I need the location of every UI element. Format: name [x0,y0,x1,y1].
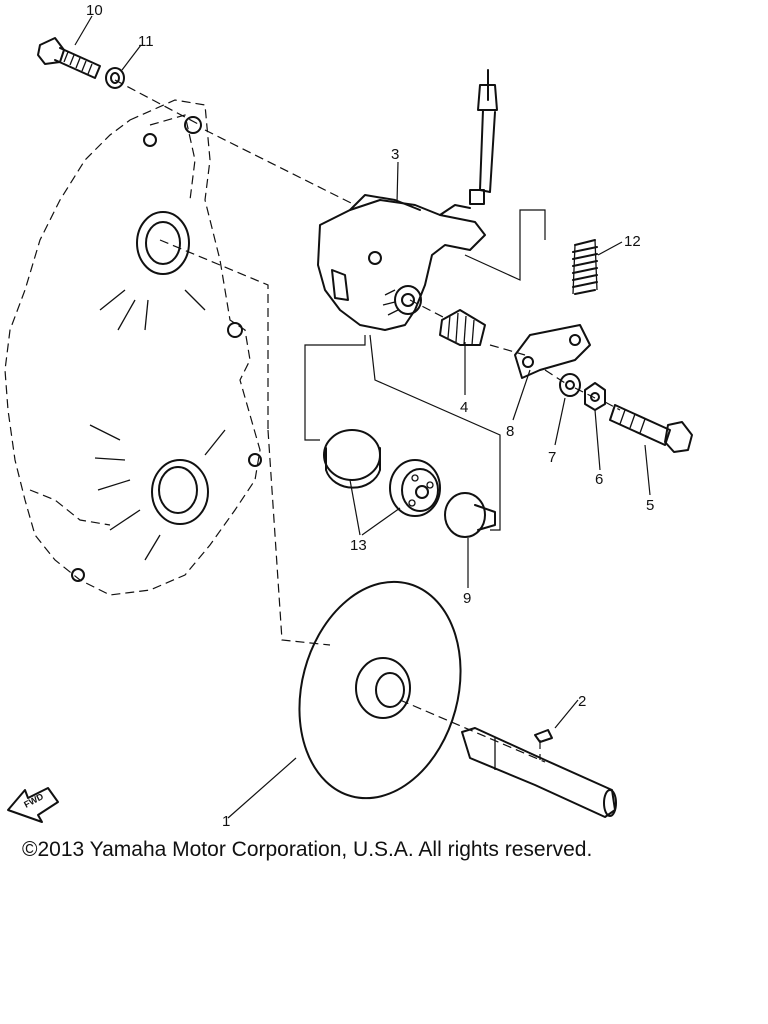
assembly-lines [114,79,621,763]
bolt-5 [609,404,693,453]
callout-8: 8 [506,423,514,440]
callout-7: 7 [548,449,556,466]
disc-1 [298,580,462,800]
copyright-notice: ©2013 Yamaha Motor Corporation, U.S.A. A… [22,838,593,861]
callout-13: 13 [350,537,367,554]
key-2 [534,729,553,743]
spring-12 [572,239,598,295]
shaft [461,727,617,818]
callout-6: 6 [595,471,603,488]
callout-11: 11 [138,33,154,50]
callout-12: 12 [624,233,641,250]
callout-1: 1 [222,813,230,830]
washer-7 [559,373,581,397]
plate-8 [514,324,591,379]
fwd-arrow-icon: FWD [7,787,59,823]
bolt-10 [37,37,101,79]
pulley-13b [389,459,441,517]
lever-housing-3 [317,194,486,331]
callout-2: 2 [578,693,586,710]
callout-4: 4 [460,399,468,416]
crankcase-cover [4,99,262,596]
pinion-9 [444,492,496,538]
parts-diagram: FWD 10 11 3 12 4 8 7 6 5 13 9 2 1 [4,2,693,830]
washer-11 [105,67,125,89]
grouping-brackets [304,209,546,531]
callout-5: 5 [646,497,654,514]
cable-end [469,69,498,205]
adjuster-4 [439,309,486,346]
callout-10: 10 [86,2,103,19]
pulley-13a [323,429,381,489]
callout-9: 9 [463,590,471,607]
callout-3: 3 [391,146,399,163]
nut-6 [584,382,606,411]
callout-numbers: 10 11 3 12 4 8 7 6 5 13 9 2 1 [86,2,654,830]
leader-lines [74,15,651,819]
